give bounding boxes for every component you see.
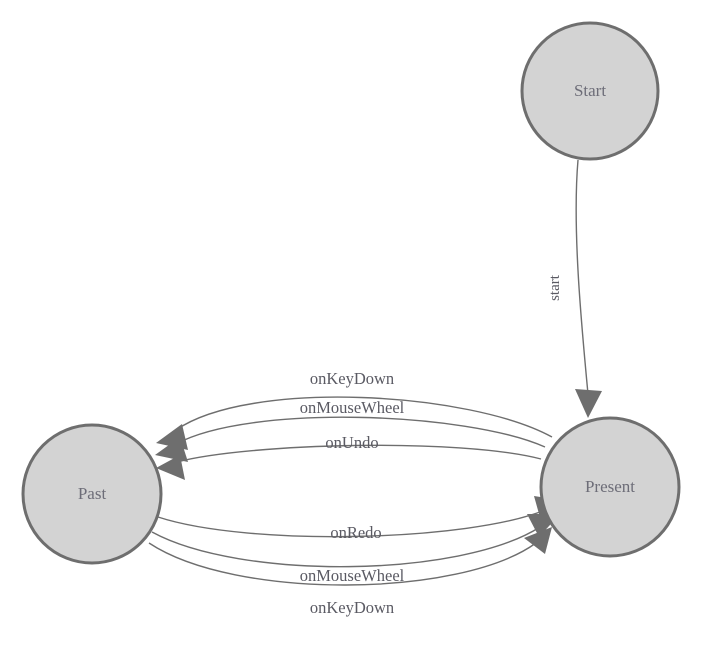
edge-path-past-to-present-onkeydown bbox=[148, 542, 537, 586]
edge-label-present-to-past-onundo: onUndo bbox=[325, 433, 378, 452]
node-start-label: Start bbox=[574, 81, 606, 100]
edge-path-past-to-present-onmousewheel bbox=[151, 526, 541, 568]
edge-path-start-to-present bbox=[575, 159, 589, 395]
edge-path-present-to-past-onkeydown bbox=[175, 396, 553, 438]
edge-label-past-to-present-onkeydown: onKeyDown bbox=[310, 598, 394, 617]
node-present-circle bbox=[539, 416, 681, 558]
arrowhead-present-to-past-onundo bbox=[156, 455, 185, 480]
edge-path-past-to-present-onredo bbox=[157, 509, 546, 538]
arrowhead-start-to-present bbox=[575, 389, 602, 418]
edge-start-to-present[interactable] bbox=[575, 159, 602, 418]
node-past-circle bbox=[21, 423, 163, 565]
edge-past-to-present-onkeydown[interactable] bbox=[148, 527, 552, 586]
node-start-circle bbox=[520, 21, 660, 161]
node-past[interactable]: Past bbox=[21, 423, 163, 565]
edge-label-present-to-past-onmousewheel: onMouseWheel bbox=[300, 398, 405, 417]
edge-label-present-to-past-onkeydown: onKeyDown bbox=[310, 369, 394, 388]
arrowhead-past-to-present-onkeydown bbox=[524, 527, 552, 554]
edge-label-past-to-present-onmousewheel: onMouseWheel bbox=[300, 566, 405, 585]
edge-path-present-to-past-onundo bbox=[176, 444, 542, 463]
node-past-label: Past bbox=[78, 484, 107, 503]
edge-path-present-to-past-onmousewheel bbox=[175, 416, 546, 448]
edge-label-start: start bbox=[547, 274, 563, 301]
node-present-label: Present bbox=[585, 477, 635, 496]
node-start[interactable]: Start bbox=[520, 21, 660, 161]
edge-present-to-past-onundo[interactable] bbox=[156, 444, 542, 480]
edge-label-past-to-present-onredo: onRedo bbox=[330, 523, 381, 542]
node-present[interactable]: Present bbox=[539, 416, 681, 558]
